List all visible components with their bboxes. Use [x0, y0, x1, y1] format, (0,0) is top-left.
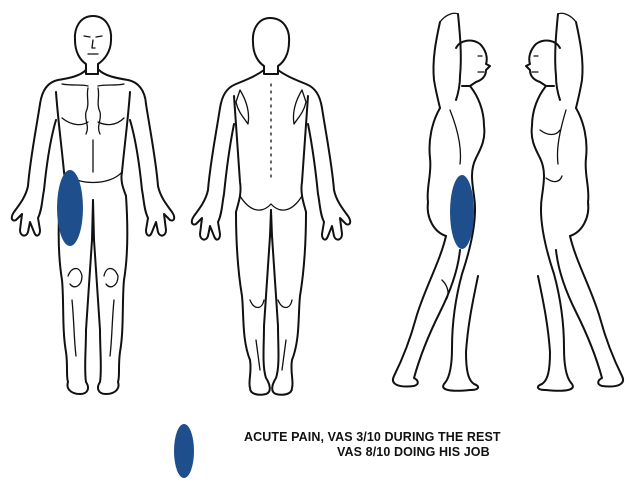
back-view-figure [192, 18, 350, 395]
legend-label-line-1: ACUTE PAIN, VAS 3/10 DURING THE REST [244, 430, 501, 445]
legend-pain-marker [174, 424, 194, 478]
legend-label-line-2: VAS 8/10 DOING HIS JOB [337, 445, 490, 460]
pain-area-side-thigh-marker [450, 175, 474, 249]
left-side-view-figure [526, 13, 623, 390]
right-side-view-figure [393, 13, 490, 390]
front-view-figure [12, 16, 174, 394]
pain-area-front-thigh-marker [57, 170, 83, 246]
